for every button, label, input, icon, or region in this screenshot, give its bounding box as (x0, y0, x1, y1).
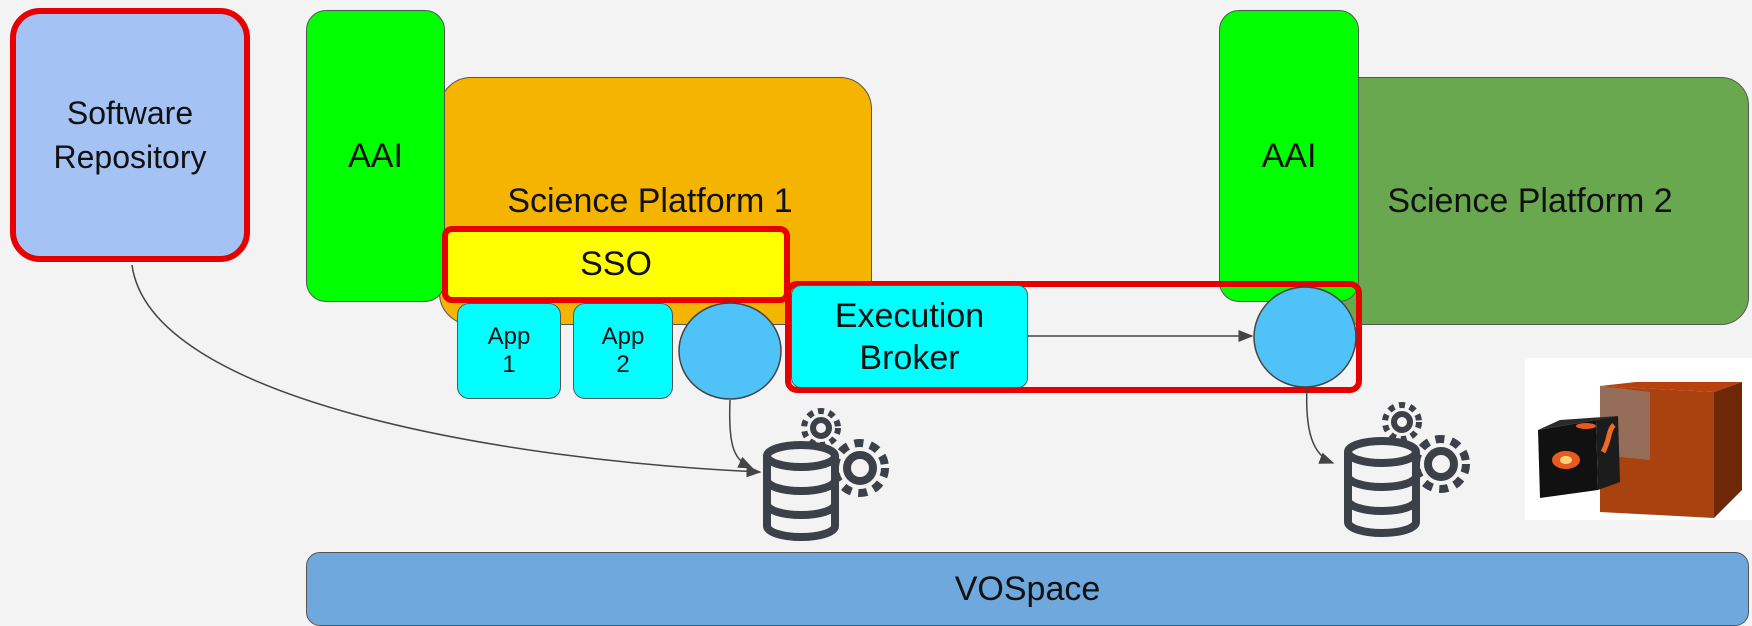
app-2-label: App 2 (601, 323, 645, 378)
database-gear-icon (763, 408, 889, 541)
software-repository-label: Software Repository (53, 95, 207, 175)
app-2: App 2 (573, 303, 673, 399)
data-cube-icon (1525, 358, 1752, 520)
execution-broker: Execution Broker (791, 285, 1028, 388)
aai-1-label: AAI (348, 136, 403, 175)
vospace-label: VOSpace (954, 569, 1101, 608)
aai-2-label: AAI (1261, 136, 1317, 175)
repository-to-storage-link (131, 264, 762, 478)
science-platform-2 (1331, 77, 1749, 325)
science-platform-2-title: Science Platform 2 (1387, 182, 1673, 220)
aai-1: AAI (306, 10, 445, 302)
software-repository: Software Repository (10, 8, 250, 262)
sso-box: SSO (442, 226, 790, 303)
app-1: App 1 (457, 303, 561, 399)
platform-1-node (678, 302, 782, 400)
vospace-bar: VOSpace (306, 552, 1749, 626)
database-gear-icon (1344, 402, 1470, 537)
aai-2: AAI (1219, 10, 1359, 302)
execution-broker-label: Execution Broker (834, 296, 985, 377)
sso-label: SSO (580, 245, 652, 283)
node-2-to-storage-link (1305, 385, 1335, 464)
node-1-to-storage-link (728, 399, 754, 469)
science-platform-1-title: Science Platform 1 (507, 182, 793, 220)
execution-broker-highlight (785, 281, 1362, 393)
platform-2-node (1253, 286, 1357, 388)
app-1-label: App 1 (487, 323, 531, 378)
